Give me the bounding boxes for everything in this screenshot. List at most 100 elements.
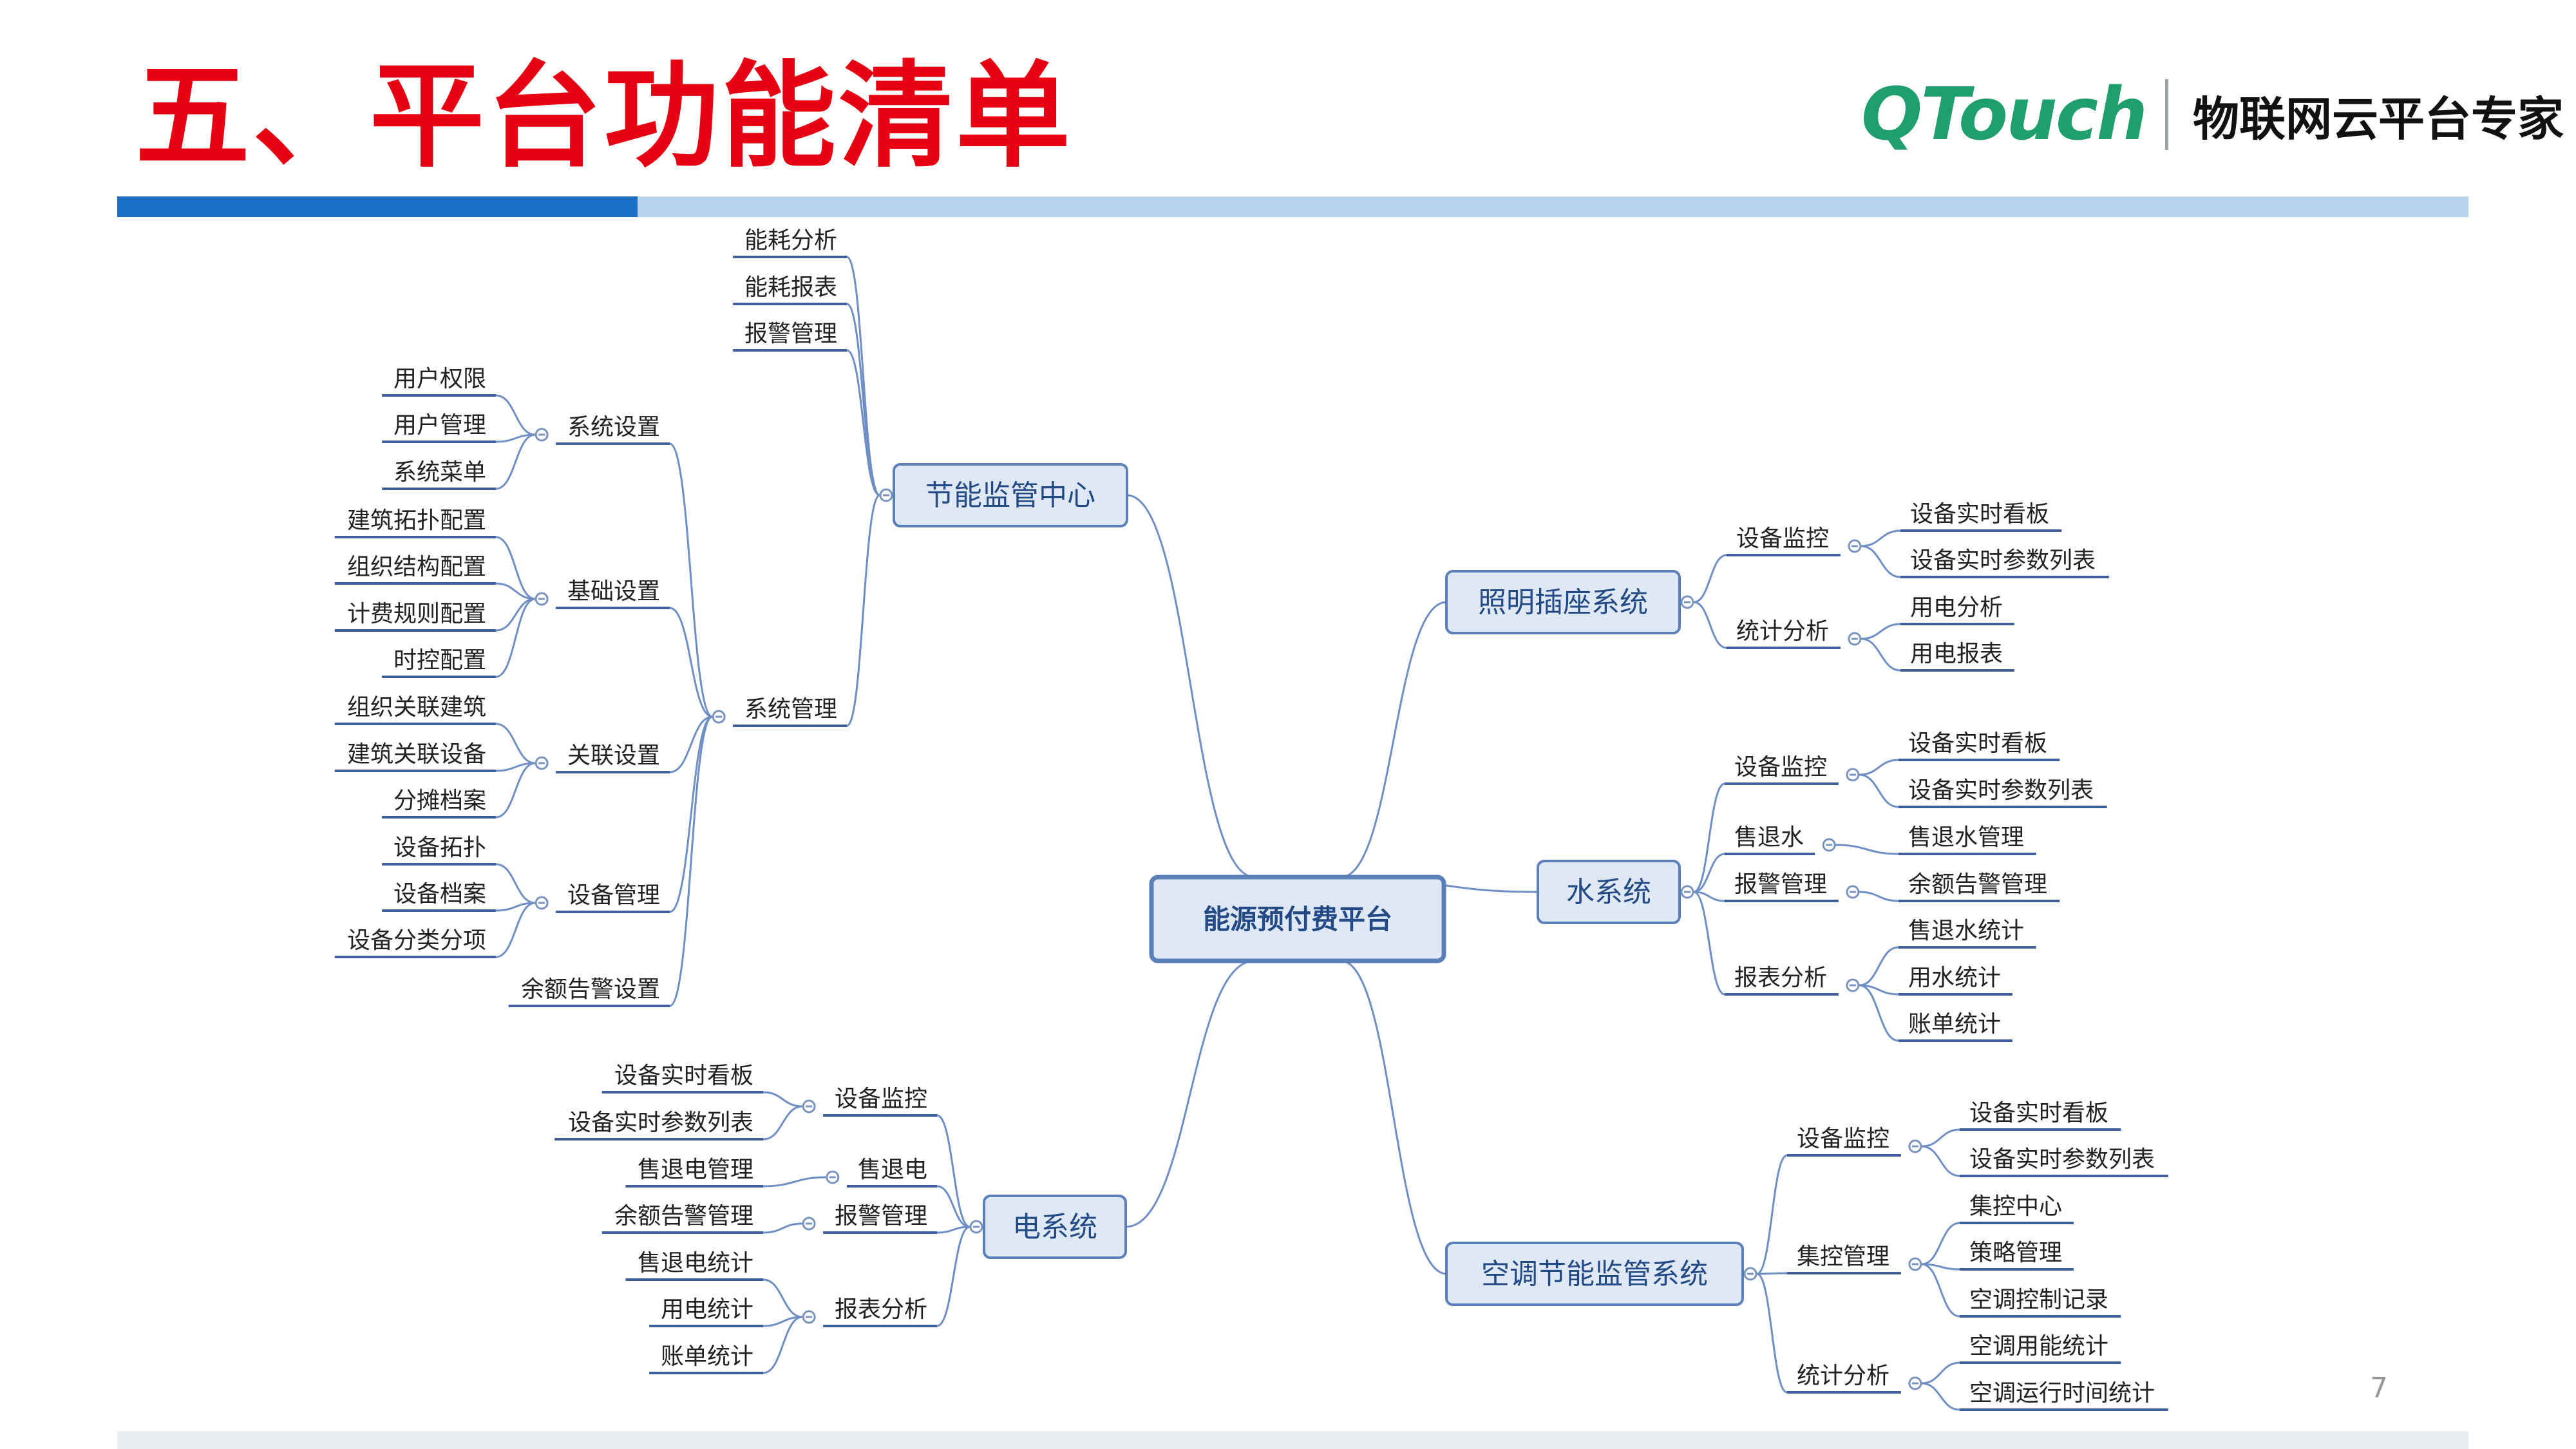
connector-line	[1756, 1272, 1788, 1275]
connector-line	[495, 433, 536, 490]
node-label: 设备实时看板	[1908, 730, 2047, 757]
connector-line	[1340, 960, 1447, 1275]
node-label: 策略管理	[1969, 1240, 2062, 1266]
node-label: 报警管理	[835, 1203, 927, 1229]
node-label: 空调运行时间统计	[1969, 1380, 2155, 1406]
connector-line	[762, 1278, 803, 1318]
connector-line	[1861, 529, 1901, 547]
connector-line	[669, 442, 713, 718]
node-label: 能耗报表	[744, 274, 837, 301]
node-label: 统计分析	[1736, 618, 1829, 645]
connector-line	[1693, 554, 1727, 603]
connector-line	[669, 715, 713, 773]
connector-line	[1921, 1145, 1960, 1177]
node-label: 设备管理	[567, 882, 660, 909]
node-label: 用户管理	[393, 412, 486, 439]
connector-line	[1921, 1382, 1960, 1411]
connector-line	[1756, 1154, 1788, 1275]
node-label: 余额告警管理	[614, 1203, 753, 1229]
root-node	[1149, 875, 1446, 963]
node-label: 报警管理	[744, 321, 837, 347]
header-accent-bar	[117, 196, 638, 217]
node-label: 建筑拓扑配置	[347, 507, 486, 534]
node-label: 系统管理	[744, 696, 837, 723]
connector-line	[1921, 1128, 1960, 1148]
node-label: 设备分类分项	[347, 927, 486, 954]
branch-node-zhaoming	[1445, 570, 1681, 634]
node-label: 售退水	[1734, 824, 1804, 851]
branch-node-dian	[983, 1195, 1127, 1259]
connector-line	[495, 723, 536, 764]
node-label: 集控中心	[1969, 1193, 2062, 1220]
node-label: 报表分析	[835, 1296, 927, 1323]
node-label: 报表分析	[1734, 965, 1827, 991]
node-label: 设备实时参数列表	[1908, 777, 2094, 804]
node-label: 账单统计	[661, 1343, 753, 1370]
node-label: 余额告警管理	[1908, 871, 2047, 898]
connector-line	[936, 1226, 971, 1327]
node-label: 设备实时看板	[1910, 501, 2049, 527]
connector-line	[846, 256, 880, 497]
connector-line	[846, 349, 880, 497]
connector-line	[1921, 1222, 1960, 1265]
connector-line	[1340, 601, 1447, 878]
connector-line	[1861, 623, 1901, 640]
node-label: 用电分析	[1910, 594, 2003, 621]
branch-node-jienengjianguan-label: 节能监管中心	[925, 479, 1095, 512]
connector-line	[762, 1316, 803, 1374]
connector-line	[669, 715, 713, 913]
node-label: 售退电	[858, 1157, 927, 1183]
node-label: 集控管理	[1797, 1244, 1889, 1270]
node-label: 基础设置	[567, 578, 660, 605]
node-label: 设备实时看板	[614, 1063, 753, 1089]
node-label: 售退电管理	[638, 1157, 753, 1183]
connector-line	[846, 494, 880, 727]
branch-node-zhaoming-label: 照明插座系统	[1478, 586, 1648, 619]
connector-line	[1921, 1361, 1960, 1385]
logo-tagline: 物联网云平台专家	[2192, 91, 2564, 146]
node-label: 用户权限	[393, 366, 486, 392]
branch-node-shui	[1537, 860, 1681, 924]
node-label: 用电报表	[1910, 641, 2003, 667]
node-label: 报警管理	[1734, 871, 1827, 898]
connector-line	[762, 1105, 803, 1141]
node-label: 组织关联建筑	[347, 694, 486, 721]
connector-line	[1861, 638, 1901, 672]
node-label: 能耗分析	[744, 227, 837, 254]
connector-line	[495, 863, 536, 904]
node-label: 系统设置	[567, 414, 660, 440]
connector-line	[762, 1222, 803, 1234]
connector-line	[1921, 1263, 1960, 1318]
node-label: 设备实时参数列表	[1969, 1146, 2155, 1173]
logo-divider	[2164, 79, 2168, 150]
node-label: 设备监控	[835, 1086, 927, 1112]
connector-line	[1693, 782, 1725, 893]
connector-line	[762, 1176, 826, 1188]
connector-line	[1126, 494, 1255, 878]
node-label: 关联设置	[567, 743, 660, 769]
branch-node-dian-label: 电系统	[1012, 1211, 1097, 1244]
company-logo: QTouch 物联网云平台专家	[1861, 73, 2564, 156]
logo-brand: QTouch	[1861, 73, 2148, 156]
connector-line	[495, 536, 536, 600]
node-label: 设备监控	[1736, 526, 1829, 552]
node-label: 建筑关联设备	[347, 741, 486, 768]
connector-line	[495, 598, 536, 632]
node-label: 空调用能统计	[1969, 1333, 2108, 1359]
connector-line	[495, 762, 536, 819]
branch-node-jienengjianguan	[893, 463, 1128, 527]
connector-line	[1859, 946, 1899, 987]
node-label: 设备监控	[1797, 1126, 1889, 1152]
node-label: 设备拓扑	[393, 835, 486, 861]
node-label: 时控配置	[393, 647, 486, 674]
node-label: 计费规则配置	[347, 601, 486, 627]
connector-line	[762, 1091, 803, 1108]
connector-line	[669, 607, 713, 718]
node-label: 系统菜单	[393, 459, 486, 486]
node-label: 售退电统计	[638, 1250, 753, 1276]
branch-node-shui-label: 水系统	[1566, 876, 1651, 909]
connector-line	[1756, 1273, 1788, 1394]
node-label: 统计分析	[1797, 1363, 1889, 1389]
node-label: 余额告警设置	[521, 976, 660, 1003]
